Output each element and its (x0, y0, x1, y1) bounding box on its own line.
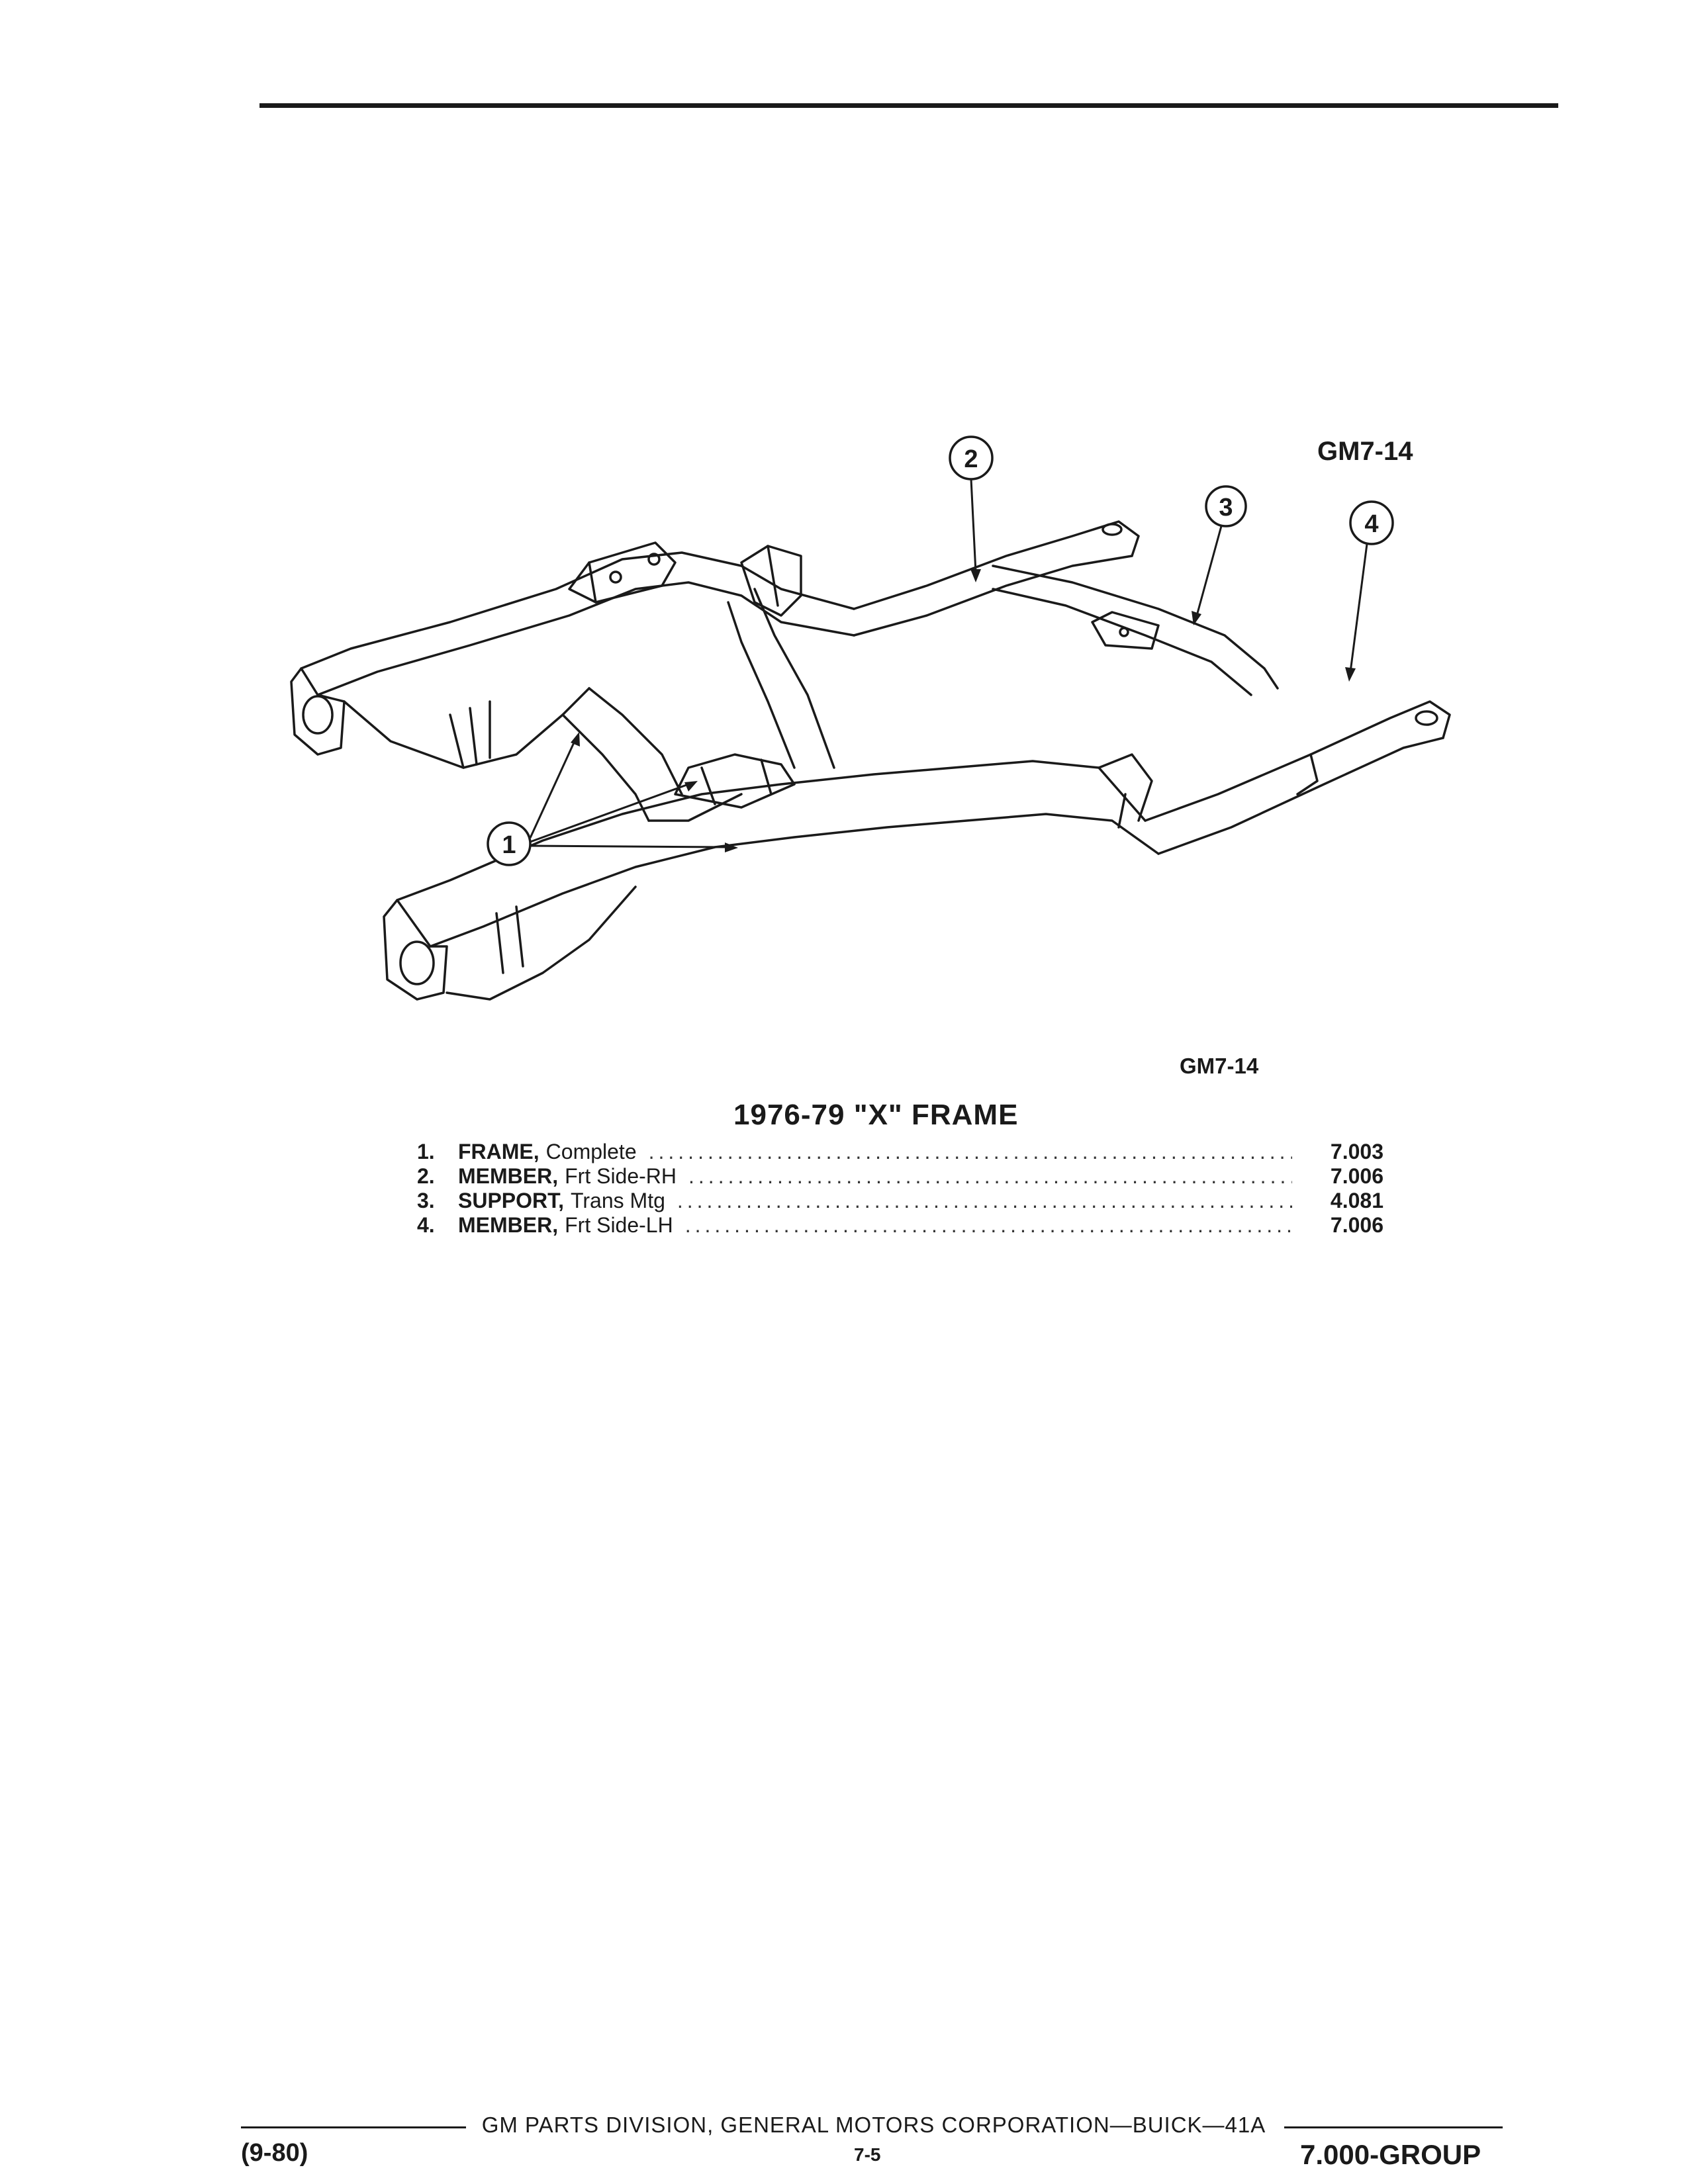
group-reference: 7.006 (1330, 1213, 1383, 1237)
figure-code-bottom: GM7-14 (1180, 1054, 1259, 1078)
part-name: SUPPORT, (458, 1189, 565, 1212)
dot-leader (688, 1164, 1292, 1189)
group-reference: 4.081 (1330, 1189, 1383, 1212)
dot-leader (649, 1140, 1292, 1164)
group-reference: 7.006 (1330, 1164, 1383, 1188)
part-description: Trans Mtg (571, 1189, 665, 1212)
callout-1 (487, 821, 532, 866)
part-name: MEMBER, (458, 1213, 559, 1237)
figure-title: 1976-79 "X" FRAME (733, 1099, 1019, 1131)
part-description: Frt Side-LH (565, 1213, 673, 1237)
parts-list: 1. FRAME, Complete 7.003 2. MEMBER, Frt … (417, 1140, 1383, 1238)
part-name: FRAME, (458, 1140, 539, 1163)
callout-3-label: 3 (1219, 494, 1233, 522)
parts-row: 3. SUPPORT, Trans Mtg 4.081 (417, 1189, 1383, 1213)
footer-group: 7.000-GROUP (1300, 2139, 1481, 2170)
dot-leader (677, 1189, 1292, 1213)
footer-publisher: GM PARTS DIVISION, GENERAL MOTORS CORPOR… (481, 2113, 1266, 2137)
footer-rule-right (1284, 2126, 1503, 2128)
page-number: 7-5 (854, 2144, 881, 2165)
footer-rule-left (241, 2126, 466, 2128)
top-rule (259, 103, 1558, 108)
callout-2-label: 2 (964, 445, 978, 473)
part-description: Frt Side-RH (565, 1164, 677, 1188)
item-number: 2. (417, 1164, 435, 1188)
part-name: MEMBER, (458, 1164, 559, 1188)
frame-illustration: 2 3 4 1 (290, 435, 1451, 1001)
parts-row: 4. MEMBER, Frt Side-LH 7.006 (417, 1213, 1383, 1238)
item-number: 1. (417, 1140, 435, 1163)
callout-3 (1205, 485, 1247, 527)
figure-code-top: GM7-14 (1317, 437, 1413, 466)
footer-date-code: (9-80) (241, 2139, 308, 2167)
group-reference: 7.003 (1330, 1140, 1383, 1163)
dot-leader (685, 1213, 1292, 1238)
callout-4 (1349, 500, 1394, 545)
parts-row: 2. MEMBER, Frt Side-RH 7.006 (417, 1164, 1383, 1189)
callout-1-label: 1 (502, 831, 516, 859)
item-number: 4. (417, 1213, 435, 1237)
callout-4-label: 4 (1364, 510, 1378, 538)
item-number: 3. (417, 1189, 435, 1212)
parts-row: 1. FRAME, Complete 7.003 (417, 1140, 1383, 1164)
part-description: Complete (545, 1140, 637, 1163)
